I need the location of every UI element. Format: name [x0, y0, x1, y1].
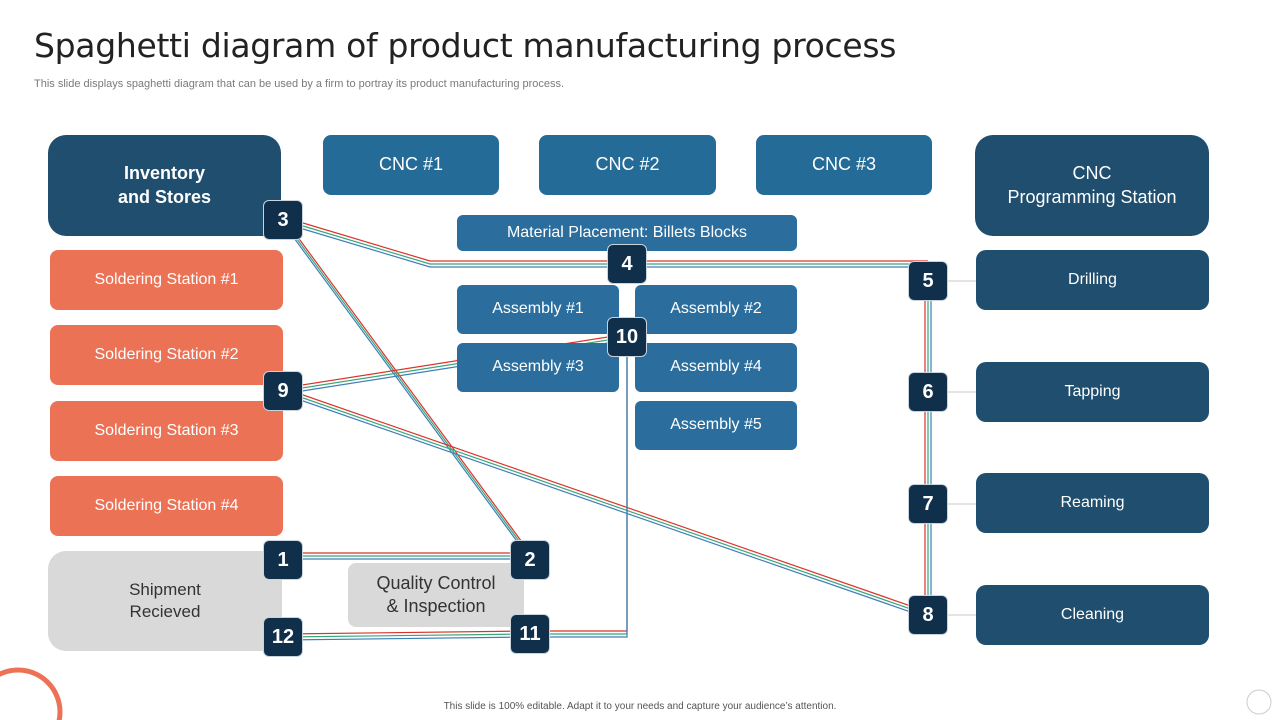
- assembly-2-area: Assembly #2: [635, 285, 797, 334]
- cleaning-station: Cleaning: [976, 585, 1209, 645]
- step-node-12: 12: [263, 617, 303, 657]
- assembly-1-area: Assembly #1: [457, 285, 619, 334]
- step-node-1: 1: [263, 540, 303, 580]
- step-node-2: 2: [510, 540, 550, 580]
- cnc-programming-station: CNC Programming Station: [975, 135, 1209, 236]
- assembly-3-area: Assembly #3: [457, 343, 619, 392]
- decorative-small-circle: [1246, 689, 1272, 715]
- inventory-and-stores: Inventory and Stores: [48, 135, 281, 236]
- step-node-3: 3: [263, 200, 303, 240]
- assembly-5-area: Assembly #5: [635, 401, 797, 450]
- route-2-3: [282, 216, 531, 560]
- step-node-9: 9: [263, 371, 303, 411]
- footer-note: This slide is 100% editable. Adapt it to…: [443, 701, 837, 712]
- route-5-8: [924, 281, 932, 615]
- quality-control-area: Quality Control & Inspection: [348, 563, 524, 627]
- step-node-5: 5: [908, 261, 948, 301]
- step-node-11: 11: [510, 614, 550, 654]
- assembly-4-area: Assembly #4: [635, 343, 797, 392]
- cnc-3-area: CNC #3: [756, 135, 932, 195]
- step-node-10: 10: [607, 317, 647, 357]
- route-3-4: [282, 216, 627, 268]
- cnc-2-area: CNC #2: [539, 135, 716, 195]
- route-8-9: [282, 387, 929, 619]
- step-node-6: 6: [908, 372, 948, 412]
- soldering-station-3: Soldering Station #3: [50, 401, 283, 461]
- step-node-7: 7: [908, 484, 948, 524]
- step-node-8: 8: [908, 595, 948, 635]
- reaming-station: Reaming: [976, 473, 1209, 533]
- route-4-5: [627, 260, 928, 268]
- decorative-circle: [0, 667, 63, 720]
- cnc-1-area: CNC #1: [323, 135, 499, 195]
- tapping-station: Tapping: [976, 362, 1209, 422]
- soldering-station-1: Soldering Station #1: [50, 250, 283, 310]
- soldering-station-4: Soldering Station #4: [50, 476, 283, 536]
- page-subtitle: This slide displays spaghetti diagram th…: [34, 78, 565, 90]
- page-title: Spaghetti diagram of product manufacturi…: [34, 26, 897, 65]
- drilling-station: Drilling: [976, 250, 1209, 310]
- shipment-received-area: Shipment Recieved: [48, 551, 282, 651]
- soldering-station-2: Soldering Station #2: [50, 325, 283, 385]
- route-1-2: [283, 552, 530, 560]
- step-node-4: 4: [607, 244, 647, 284]
- route-11-12: [282, 630, 531, 641]
- route-10-11: [530, 334, 628, 638]
